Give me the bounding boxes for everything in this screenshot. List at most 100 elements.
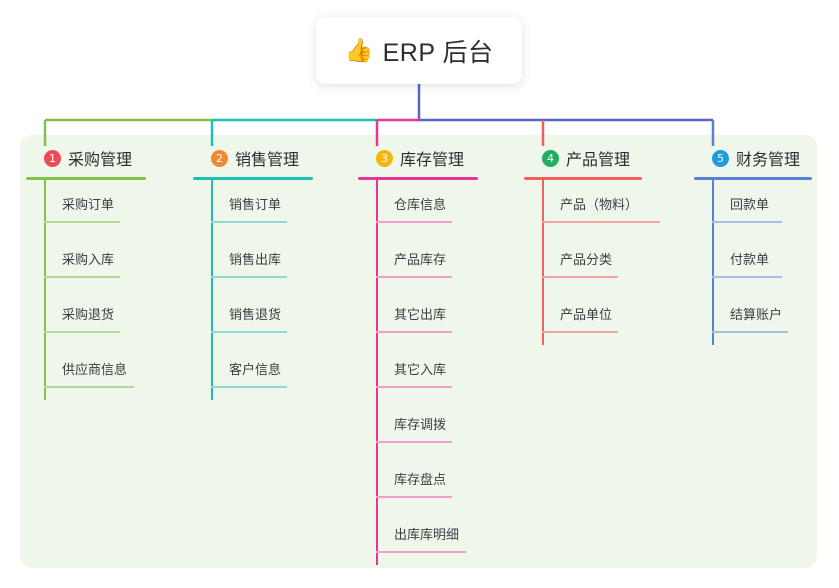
branch-header-1[interactable]: 1 采购管理 xyxy=(26,146,176,170)
branch-item[interactable]: 销售订单 xyxy=(193,180,343,235)
branch-item[interactable]: 产品库存 xyxy=(358,235,508,290)
branch-number-badge: 5 xyxy=(712,149,729,167)
branch-title: 销售管理 xyxy=(235,152,300,169)
branch-item-label: 结算账户 xyxy=(730,307,783,322)
branch-column-5: 5 财务管理回款单付款单结算账户 xyxy=(694,146,834,345)
branch-item-list: 销售订单销售出库销售退货客户信息 xyxy=(193,180,343,400)
branch-column-2: 2 销售管理销售订单销售出库销售退货客户信息 xyxy=(193,146,343,400)
branch-number-badge: 3 xyxy=(376,149,393,167)
branch-item-rule xyxy=(376,496,452,498)
branch-item-rule xyxy=(712,221,782,223)
branch-item[interactable]: 采购入库 xyxy=(26,235,176,290)
branch-item-rule xyxy=(712,331,788,333)
branch-column-3: 3 库存管理仓库信息产品库存其它出库其它入库库存调拨库存盘点出库库明细 xyxy=(358,146,508,565)
branch-item-label: 其它出库 xyxy=(394,307,447,322)
branch-item[interactable]: 回款单 xyxy=(694,180,834,235)
branch-number-badge: 1 xyxy=(44,149,61,167)
branch-item[interactable]: 付款单 xyxy=(694,235,834,290)
branch-item[interactable]: 产品（物料） xyxy=(524,180,684,235)
branch-header-rule xyxy=(524,177,642,180)
branch-item[interactable]: 其它入库 xyxy=(358,345,508,400)
branch-item-rule xyxy=(542,221,660,223)
connector-lines xyxy=(43,84,715,146)
branch-item-label: 其它入库 xyxy=(394,362,447,377)
branch-item[interactable]: 仓库信息 xyxy=(358,180,508,235)
branch-item-label: 库存调拨 xyxy=(394,417,447,432)
branch-item[interactable]: 供应商信息 xyxy=(26,345,176,400)
branch-title: 产品管理 xyxy=(566,152,631,169)
branch-column-1: 1 采购管理采购订单采购入库采购退货供应商信息 xyxy=(26,146,176,400)
branch-item-label: 采购入库 xyxy=(62,252,115,267)
branch-item-label: 库存盘点 xyxy=(394,472,447,487)
branch-item-label: 出库库明细 xyxy=(394,527,460,542)
branch-item-rule xyxy=(44,386,134,388)
branch-item-rule xyxy=(376,331,452,333)
root-node-title: ERP 后台 xyxy=(382,38,494,67)
branch-item-label: 供应商信息 xyxy=(62,362,128,377)
branch-spine xyxy=(542,180,544,345)
branch-item[interactable]: 产品单位 xyxy=(524,290,684,345)
branch-header-rule xyxy=(694,177,812,180)
branch-item-rule xyxy=(211,276,287,278)
branch-header-rule xyxy=(193,177,313,180)
branch-item-label: 产品分类 xyxy=(560,252,613,267)
branch-item-list: 仓库信息产品库存其它出库其它入库库存调拨库存盘点出库库明细 xyxy=(358,180,508,565)
branch-number-badge: 2 xyxy=(211,149,228,167)
branch-item-label: 采购订单 xyxy=(62,197,115,212)
branch-item-label: 产品（物料） xyxy=(560,197,639,212)
branch-item-label: 销售订单 xyxy=(229,197,282,212)
branch-spine xyxy=(376,180,378,565)
branch-spine xyxy=(712,180,714,345)
branch-item-list: 采购订单采购入库采购退货供应商信息 xyxy=(26,180,176,400)
branch-item-rule xyxy=(44,221,120,223)
branch-item-rule xyxy=(44,331,120,333)
branch-item[interactable]: 采购退货 xyxy=(26,290,176,345)
branch-item[interactable]: 库存调拨 xyxy=(358,400,508,455)
branch-item-list: 回款单付款单结算账户 xyxy=(694,180,834,345)
branch-item[interactable]: 结算账户 xyxy=(694,290,834,345)
branch-item[interactable]: 销售退货 xyxy=(193,290,343,345)
branch-item[interactable]: 销售出库 xyxy=(193,235,343,290)
branch-item[interactable]: 采购订单 xyxy=(26,180,176,235)
branch-title: 库存管理 xyxy=(400,152,465,169)
branch-item-rule xyxy=(211,386,287,388)
branch-header-rule xyxy=(26,177,146,180)
branch-item-rule xyxy=(211,221,287,223)
branch-number-badge: 4 xyxy=(542,149,559,167)
branch-header-2[interactable]: 2 销售管理 xyxy=(193,146,343,170)
branch-item-label: 采购退货 xyxy=(62,307,115,322)
branches-panel xyxy=(20,135,817,568)
branch-spine xyxy=(211,180,213,400)
branch-item-label: 销售退货 xyxy=(229,307,282,322)
branch-item-label: 客户信息 xyxy=(229,362,282,377)
branch-item-rule xyxy=(712,276,782,278)
branch-header-4[interactable]: 4 产品管理 xyxy=(524,146,684,170)
branch-item-rule xyxy=(376,276,452,278)
branch-item[interactable]: 产品分类 xyxy=(524,235,684,290)
branch-title: 财务管理 xyxy=(736,152,801,169)
branch-item[interactable]: 其它出库 xyxy=(358,290,508,345)
branch-item-rule xyxy=(376,441,452,443)
branch-item-label: 产品库存 xyxy=(394,252,447,267)
branch-item-rule xyxy=(376,221,452,223)
branch-header-5[interactable]: 5 财务管理 xyxy=(694,146,834,170)
branch-item-rule xyxy=(211,331,287,333)
branch-item-label: 仓库信息 xyxy=(394,197,447,212)
branch-item-label: 回款单 xyxy=(730,197,770,212)
branch-item[interactable]: 库存盘点 xyxy=(358,455,508,510)
branch-spine xyxy=(44,180,46,400)
branch-item-rule xyxy=(44,276,120,278)
branch-header-3[interactable]: 3 库存管理 xyxy=(358,146,508,170)
branch-column-4: 4 产品管理产品（物料） 产品分类产品单位 xyxy=(524,146,684,345)
branch-item-rule xyxy=(376,386,452,388)
branch-item-label: 产品单位 xyxy=(560,307,613,322)
thumbs-up-icon: 👍 xyxy=(344,37,374,63)
root-node-text: 👍 ERP 后台 xyxy=(344,33,493,69)
branch-item-rule xyxy=(376,551,466,553)
branch-item-label: 付款单 xyxy=(730,252,770,267)
branch-item[interactable]: 出库库明细 xyxy=(358,510,508,565)
branch-item[interactable]: 客户信息 xyxy=(193,345,343,400)
branch-title: 采购管理 xyxy=(68,152,133,169)
root-node[interactable]: 👍 ERP 后台 xyxy=(316,17,522,84)
